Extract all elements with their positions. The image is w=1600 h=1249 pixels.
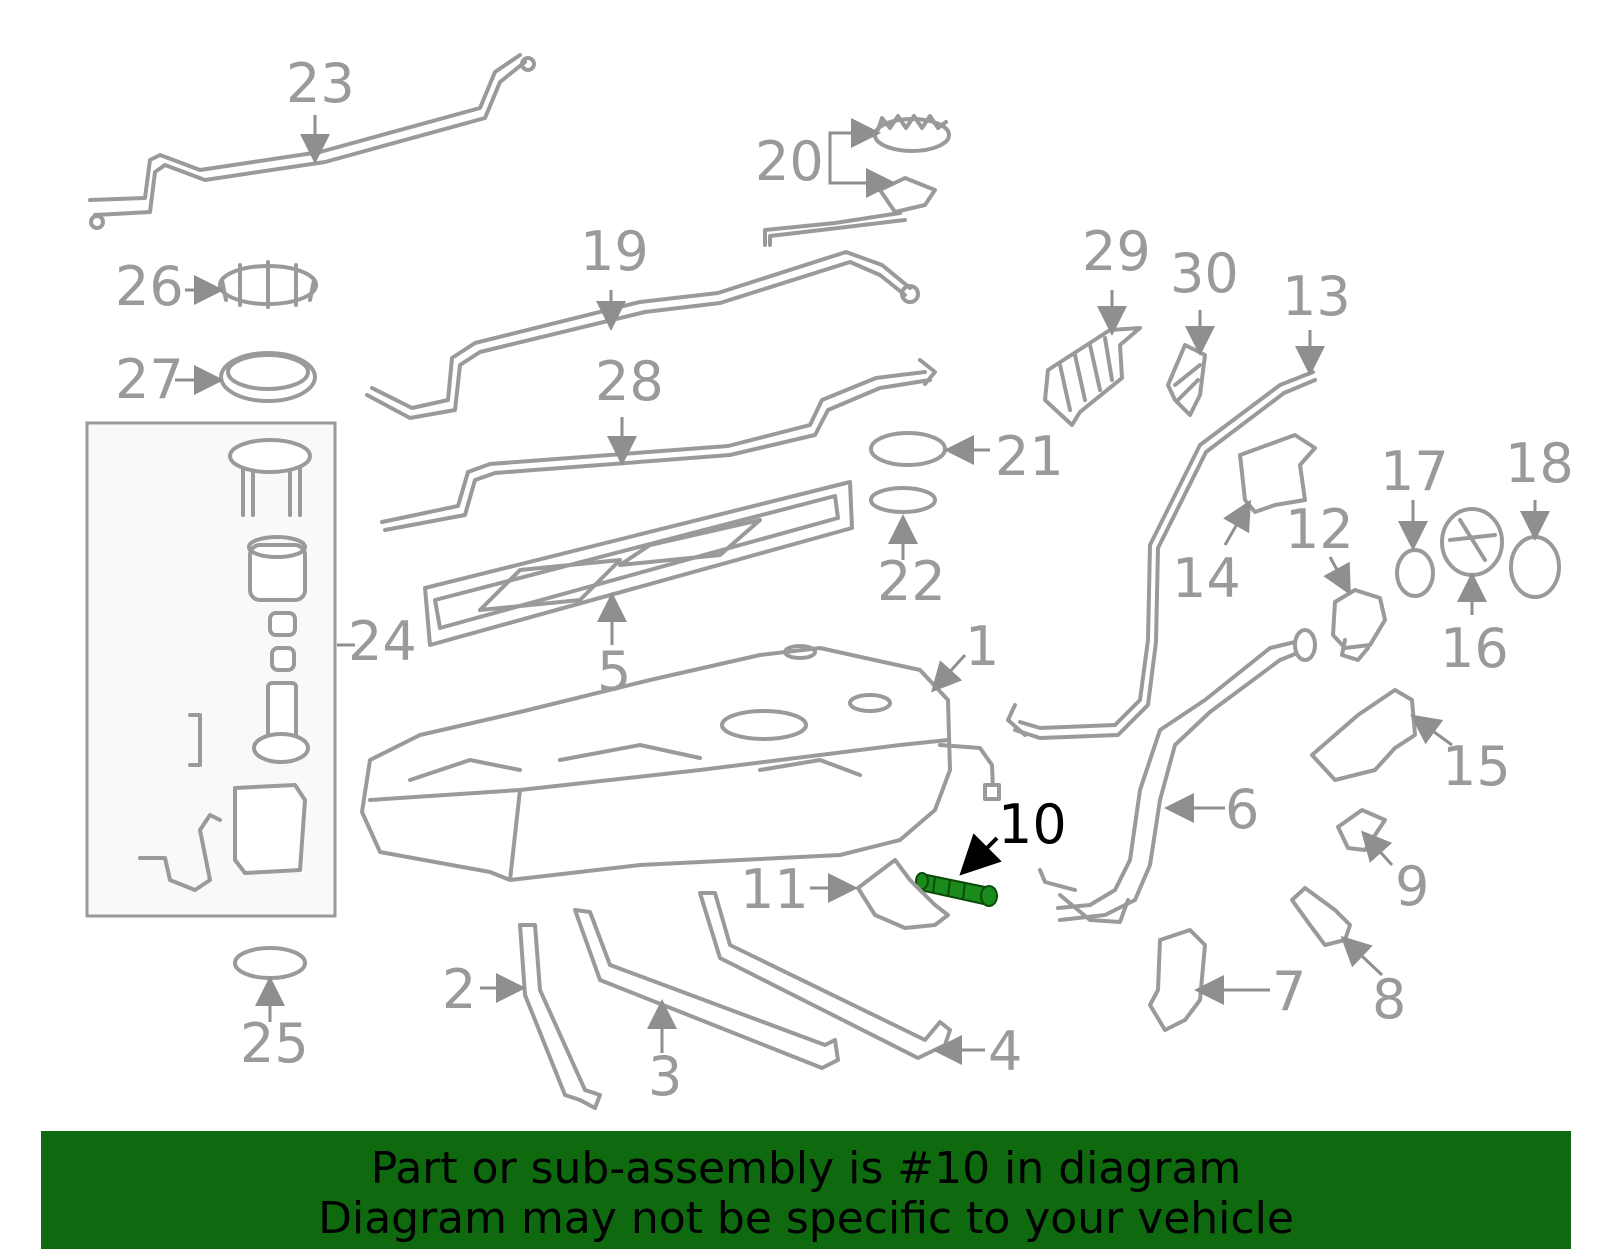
callout-24: 24 xyxy=(348,610,417,673)
part-20-sender-gauge[interactable] xyxy=(763,114,951,247)
part-27-gasket[interactable] xyxy=(219,351,317,403)
callout-16: 16 xyxy=(1440,617,1509,680)
part-15-protector[interactable] xyxy=(1310,688,1417,782)
part-30-cap[interactable] xyxy=(1166,343,1207,417)
callout-26: 26 xyxy=(115,255,184,318)
part-26-retainer-ring[interactable] xyxy=(218,260,318,309)
part-13-breather-tube[interactable] xyxy=(1006,370,1317,740)
part-21-gasket[interactable] xyxy=(869,431,947,467)
callout-22: 22 xyxy=(877,550,946,613)
part-19-fuel-line[interactable] xyxy=(365,250,920,420)
part-23-fuel-line[interactable] xyxy=(88,53,536,230)
callout-18: 18 xyxy=(1505,432,1574,495)
callout-23: 23 xyxy=(286,52,355,115)
callout-labels: 1 2 3 4 5 6 7 8 9 10 11 12 13 14 15 16 1… xyxy=(115,52,1574,1108)
callout-28: 28 xyxy=(595,350,664,413)
part-1-fuel-tank[interactable] xyxy=(360,644,1001,882)
callout-11: 11 xyxy=(740,858,809,921)
callout-20: 20 xyxy=(755,130,824,193)
part-6-filler-pipe[interactable] xyxy=(1038,628,1317,924)
part-11-bracket[interactable] xyxy=(856,858,950,930)
callout-12: 12 xyxy=(1285,498,1354,561)
part-7-bracket[interactable] xyxy=(1148,928,1207,1032)
part-5-protector[interactable] xyxy=(423,480,854,647)
callout-21: 21 xyxy=(995,425,1064,488)
part-10-hose-highlighted[interactable] xyxy=(915,872,998,907)
part-18-ring[interactable] xyxy=(1509,535,1561,599)
part-4-strap[interactable] xyxy=(698,891,952,1060)
part-12-fuel-cap[interactable] xyxy=(1331,588,1387,662)
part-17-o-ring[interactable] xyxy=(1395,548,1435,598)
callout-14: 14 xyxy=(1172,547,1241,610)
callout-2: 2 xyxy=(442,958,476,1021)
callout-5: 5 xyxy=(597,640,631,703)
part-24-pump-assembly[interactable] xyxy=(85,421,337,918)
part-9-clip[interactable] xyxy=(1336,808,1387,852)
leader-lines xyxy=(175,115,1550,1065)
part-2-strap[interactable] xyxy=(518,923,602,1110)
part-22-gasket[interactable] xyxy=(869,486,937,514)
part-29-protector[interactable] xyxy=(1043,326,1142,427)
callout-3: 3 xyxy=(648,1045,682,1108)
callout-19: 19 xyxy=(580,220,649,283)
banner-line-2: Diagram may not be specific to your vehi… xyxy=(318,1193,1294,1244)
callout-25: 25 xyxy=(240,1012,309,1075)
info-banner: Part or sub-assembly is #10 in diagram D… xyxy=(41,1131,1571,1249)
banner-line-1: Part or sub-assembly is #10 in diagram xyxy=(370,1143,1242,1194)
callout-17: 17 xyxy=(1380,440,1449,503)
callout-13: 13 xyxy=(1282,265,1351,328)
callout-30: 30 xyxy=(1170,242,1239,305)
part-8-bracket[interactable] xyxy=(1290,886,1352,947)
part-28-fuel-line[interactable] xyxy=(380,358,937,532)
part-25-gasket[interactable] xyxy=(233,946,307,980)
callout-4: 4 xyxy=(988,1020,1022,1083)
callout-9: 9 xyxy=(1395,855,1429,918)
callout-7: 7 xyxy=(1272,960,1306,1023)
callout-27: 27 xyxy=(115,348,184,411)
part-16-cap[interactable] xyxy=(1440,507,1504,577)
callout-1: 1 xyxy=(965,615,999,678)
part-3-strap[interactable] xyxy=(573,908,840,1070)
callout-10-highlighted: 10 xyxy=(998,793,1067,856)
callout-6: 6 xyxy=(1225,778,1259,841)
callout-29: 29 xyxy=(1082,220,1151,283)
callout-8: 8 xyxy=(1372,968,1406,1031)
callout-15: 15 xyxy=(1442,735,1511,798)
